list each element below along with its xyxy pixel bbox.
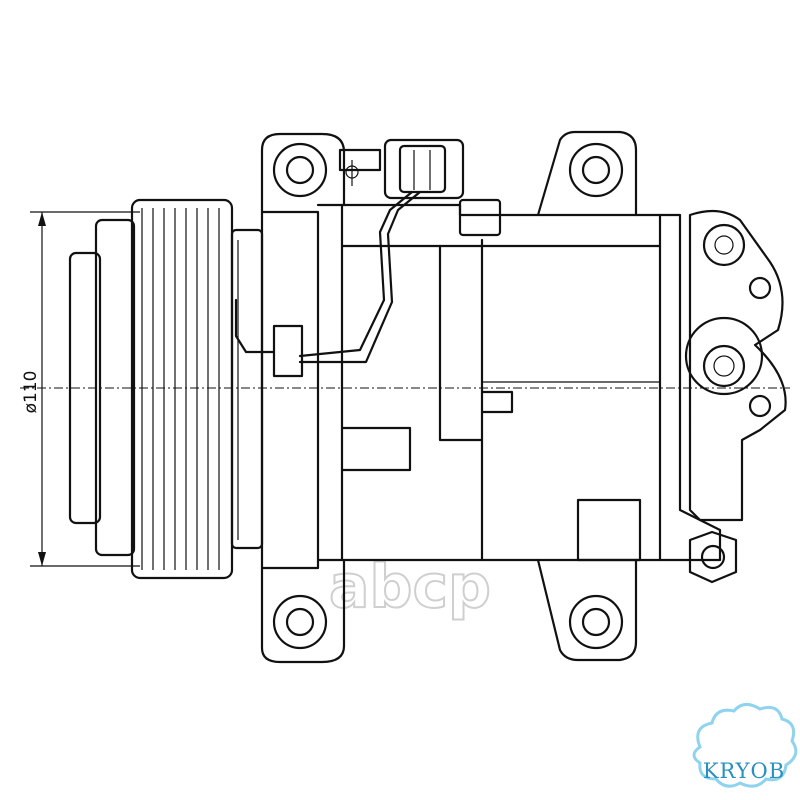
mount-ear-top-right <box>536 130 638 217</box>
mount-ear-bottom-left <box>260 558 346 664</box>
clutch-front-disc <box>68 218 136 557</box>
badge-label: KRYOB <box>703 759 785 783</box>
mount-ear-top-left <box>260 132 346 214</box>
rear-head <box>658 209 787 584</box>
electrical-connector <box>234 138 465 378</box>
clutch-coil <box>230 228 264 550</box>
compressor-body <box>260 198 662 570</box>
brand-badge: KRYOB <box>692 703 798 788</box>
dimension-label: ø110 <box>21 371 41 414</box>
diameter-dimension: ø110 <box>21 211 140 567</box>
pulley <box>130 198 234 580</box>
mount-ear-bottom-right <box>536 558 638 662</box>
watermark-text: abcp <box>329 552 491 622</box>
